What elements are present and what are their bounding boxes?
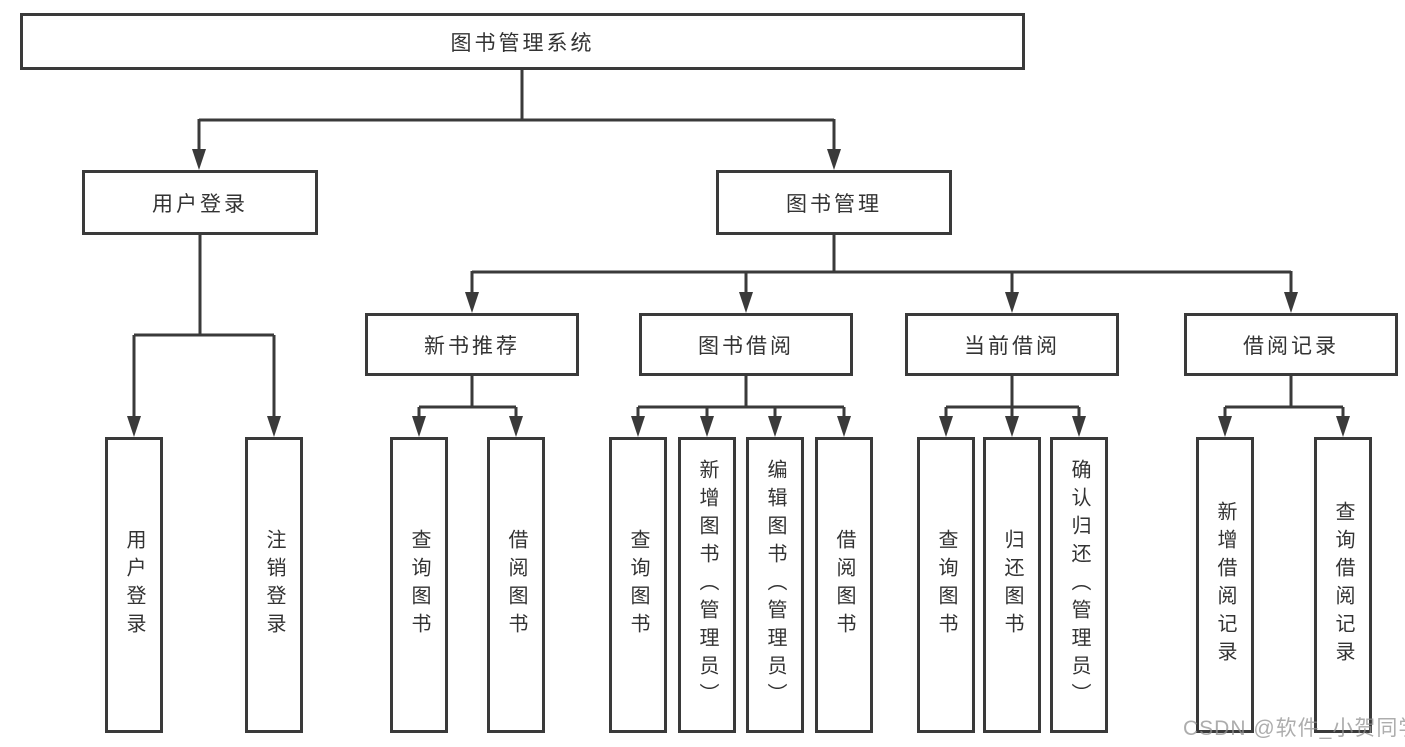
arrowheads	[127, 149, 1350, 437]
node-book-borrow-label: 图书借阅	[698, 334, 794, 358]
node-user-login: 用户登录	[82, 170, 318, 235]
watermark: CSDN @软件_小贺同学	[1183, 717, 1405, 740]
node-new-book-recommend-label: 新书推荐	[424, 334, 520, 358]
node-bb-borrow-books-label: 借阅图书	[833, 529, 855, 641]
node-library-system-label: 图书管理系统	[450, 31, 595, 55]
node-book-borrow: 图书借阅	[639, 313, 853, 376]
node-library-system: 图书管理系统	[20, 13, 1025, 70]
node-bb-query-books-label: 查询图书	[627, 529, 649, 641]
node-cb-query-books-label: 查询图书	[935, 529, 957, 641]
node-cb-confirm-return-admin: 确认归还（管理员）	[1050, 437, 1108, 733]
node-bb-add-books-admin: 新增图书（管理员）	[678, 437, 736, 733]
node-bb-edit-books-admin: 编辑图书（管理员）	[746, 437, 804, 733]
node-new-book-recommend: 新书推荐	[365, 313, 579, 376]
node-cb-query-books: 查询图书	[917, 437, 975, 733]
node-br-query-record-label: 查询借阅记录	[1332, 501, 1354, 669]
node-br-add-record-label: 新增借阅记录	[1214, 501, 1236, 669]
node-cb-confirm-return-admin-label: 确认归还（管理员）	[1068, 459, 1090, 711]
node-cb-return-books-label: 归还图书	[1001, 529, 1023, 641]
node-bb-borrow-books: 借阅图书	[815, 437, 873, 733]
node-logout-label: 注销登录	[263, 529, 285, 641]
node-nb-query-books-label: 查询图书	[408, 529, 430, 641]
node-bb-edit-books-admin-label: 编辑图书（管理员）	[764, 459, 786, 711]
node-current-borrow: 当前借阅	[905, 313, 1119, 376]
node-br-add-record: 新增借阅记录	[1196, 437, 1254, 733]
node-borrow-records: 借阅记录	[1184, 313, 1398, 376]
node-book-management: 图书管理	[716, 170, 952, 235]
node-user-login-action-label: 用户登录	[123, 529, 145, 641]
node-nb-query-books: 查询图书	[390, 437, 448, 733]
node-current-borrow-label: 当前借阅	[964, 334, 1060, 358]
node-br-query-record: 查询借阅记录	[1314, 437, 1372, 733]
node-nb-borrow-books: 借阅图书	[487, 437, 545, 733]
node-book-management-label: 图书管理	[786, 192, 882, 216]
node-user-login-action: 用户登录	[105, 437, 163, 733]
node-logout: 注销登录	[245, 437, 303, 733]
node-nb-borrow-books-label: 借阅图书	[505, 529, 527, 641]
node-borrow-records-label: 借阅记录	[1243, 334, 1339, 358]
node-bb-add-books-admin-label: 新增图书（管理员）	[696, 459, 718, 711]
node-user-login-label: 用户登录	[152, 192, 248, 216]
node-bb-query-books: 查询图书	[609, 437, 667, 733]
node-cb-return-books: 归还图书	[983, 437, 1041, 733]
